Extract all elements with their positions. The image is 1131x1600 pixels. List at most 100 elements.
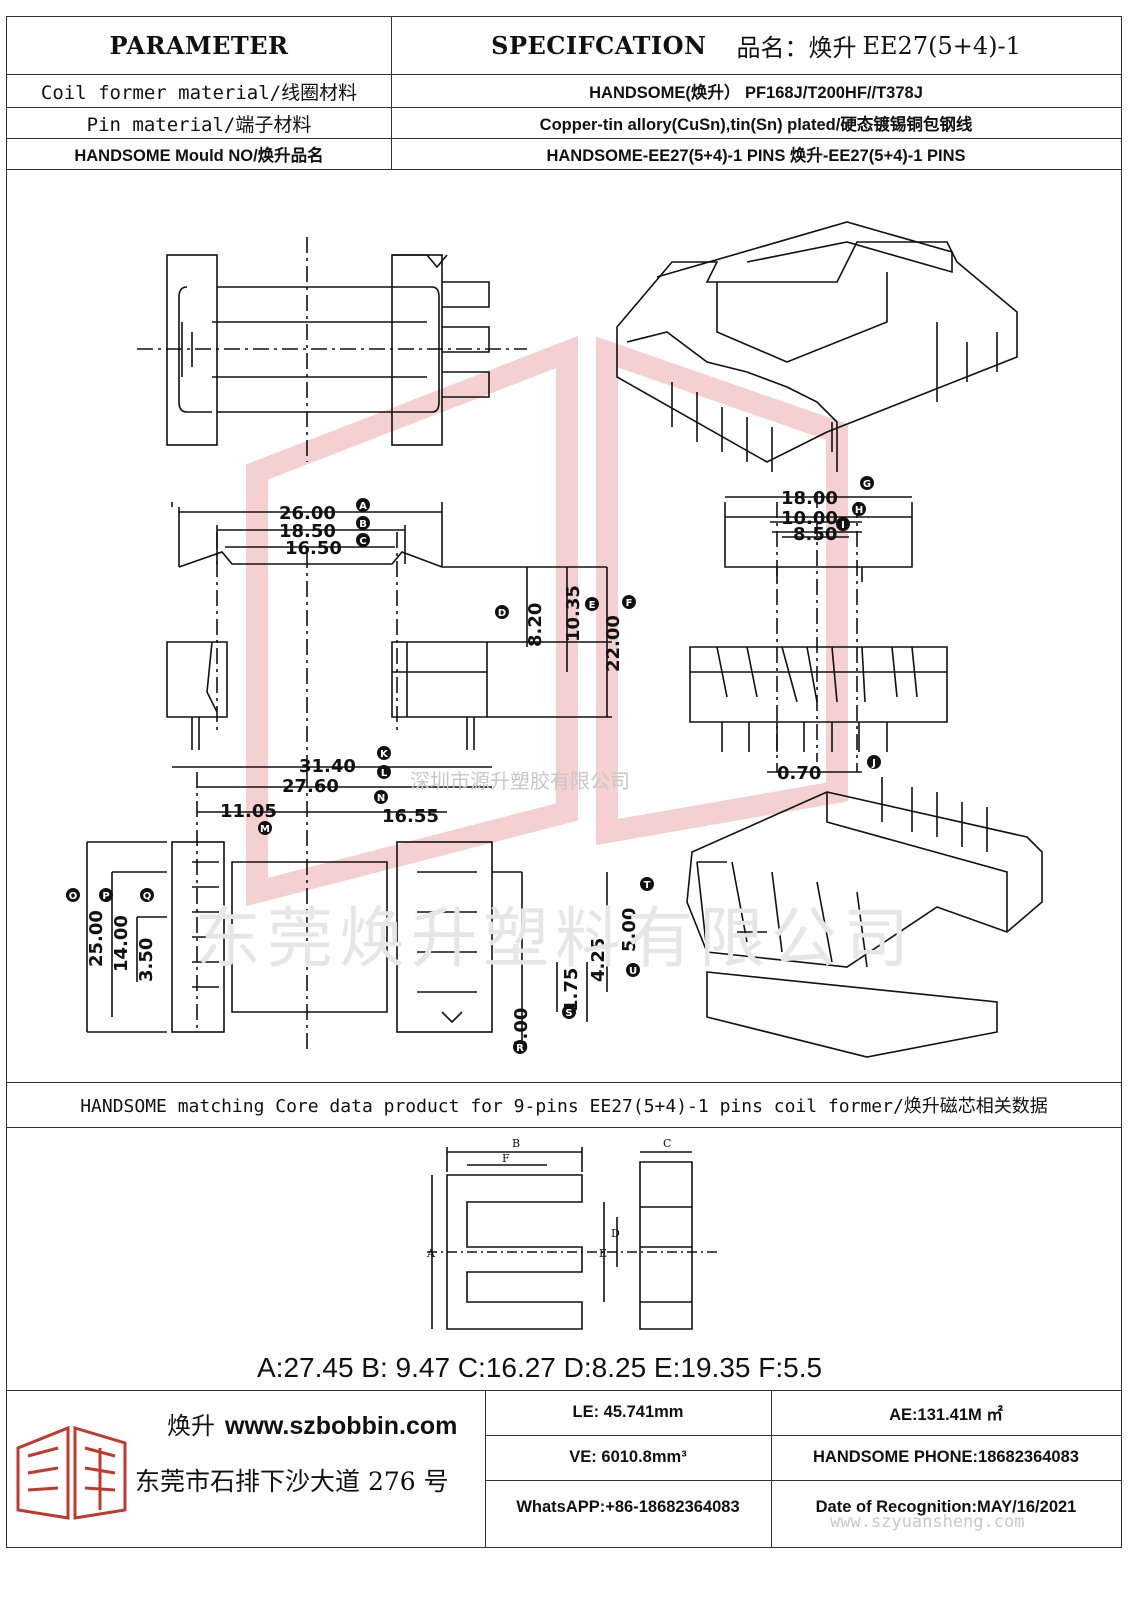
core-values: A:27.45 B: 9.47 C:16.27 D:8.25 E:19.35 F… bbox=[257, 1352, 823, 1383]
letter-f-marker: F bbox=[622, 595, 636, 609]
product-model: EE27(5+4)-1 bbox=[862, 31, 1021, 60]
watermark-url: www.szyuansheng.com bbox=[830, 1512, 1025, 1532]
watermark-text: 东莞焕升塑料有限公司 bbox=[195, 900, 915, 977]
core-label-e: E bbox=[599, 1247, 607, 1260]
core-drawing: B F C A E D bbox=[427, 1137, 717, 1330]
svg-text:I: I bbox=[841, 520, 845, 531]
letter-j-marker: J bbox=[867, 755, 881, 769]
top-view bbox=[137, 237, 527, 462]
divider bbox=[485, 1390, 486, 1548]
core-label-d: D bbox=[611, 1227, 620, 1240]
svg-text:J: J bbox=[871, 758, 876, 769]
letter-t-marker: T bbox=[640, 877, 654, 891]
divider bbox=[391, 75, 392, 107]
watermark-text: 深圳市源升塑胶有限公司 bbox=[410, 769, 630, 793]
dim-s-value: 1.75 bbox=[561, 968, 582, 1012]
divider bbox=[391, 108, 392, 138]
dim-q-value: 3.50 bbox=[136, 938, 157, 982]
svg-text:S: S bbox=[565, 1008, 572, 1019]
svg-text:E: E bbox=[589, 600, 596, 611]
core-label-a: A bbox=[427, 1247, 436, 1260]
phone-value: HANDSOME PHONE:18682364083 bbox=[813, 1448, 1079, 1466]
letter-r-marker: R bbox=[513, 1040, 527, 1054]
param-label: HANDSOME Mould NO/焕升品名 bbox=[74, 147, 324, 165]
param-label: Pin material/端子材料 bbox=[86, 113, 312, 136]
core-label-f: F bbox=[502, 1152, 510, 1165]
svg-text:B: B bbox=[359, 519, 367, 530]
dim-b-value: 18.50 bbox=[279, 521, 336, 542]
param-row: HANDSOME Mould NO/焕升品名 HANDSOME-EE27(5+4… bbox=[7, 139, 1121, 170]
svg-text:Q: Q bbox=[143, 891, 152, 902]
parameter-heading: PARAMETER bbox=[109, 31, 289, 60]
core-label-b: B bbox=[512, 1137, 520, 1150]
dim-i-value: 8.50 bbox=[793, 524, 837, 545]
isometric-view-bottom bbox=[686, 777, 1043, 1058]
core-section-title: HANDSOME matching Core data product for … bbox=[80, 1096, 1048, 1117]
param-row: Coil former material/线圈材料 HANDSOME(焕升） P… bbox=[7, 75, 1121, 108]
specification-label: SPECIFCATION bbox=[491, 31, 707, 60]
footer-divider bbox=[7, 1390, 1121, 1391]
letter-g-marker: G bbox=[860, 476, 874, 490]
svg-text:O: O bbox=[69, 891, 78, 902]
ve-value: VE: 6010.8mm³ bbox=[569, 1448, 687, 1466]
dim-k-value: 31.40 bbox=[299, 756, 356, 777]
dim-u-value: 5.00 bbox=[619, 908, 640, 952]
svg-text:P: P bbox=[102, 891, 109, 902]
dim-l-value: 27.60 bbox=[282, 776, 339, 797]
letter-k-marker: K bbox=[377, 746, 391, 760]
letter-b-marker: B bbox=[356, 516, 370, 530]
letter-h-marker: H bbox=[852, 502, 866, 516]
param-label: Coil former material/线圈材料 bbox=[40, 81, 358, 104]
svg-text:K: K bbox=[380, 749, 389, 760]
letter-p-marker: P bbox=[99, 888, 113, 902]
circled-letters: A B C D E F G H I J K L M N O P Q R S T … bbox=[66, 476, 881, 1054]
le-value: LE: 45.741mm bbox=[572, 1403, 684, 1421]
dim-c-value: 16.50 bbox=[285, 538, 342, 559]
param-value: HANDSOME(焕升） PF168J/T200HF//T378J bbox=[589, 84, 923, 102]
svg-text:R: R bbox=[516, 1043, 524, 1054]
letter-d-marker: D bbox=[495, 605, 509, 619]
front-view bbox=[166, 502, 612, 772]
technical-drawing: 26.00 18.50 16.50 8.20 10.35 22.00 18.00… bbox=[66, 221, 1043, 1058]
svg-text:C: C bbox=[359, 536, 366, 547]
svg-text:T: T bbox=[644, 880, 651, 891]
divider bbox=[485, 1480, 1121, 1481]
letter-q-marker: Q bbox=[140, 888, 154, 902]
dim-h-value: 10.00 bbox=[781, 508, 838, 529]
dim-a-value: 26.00 bbox=[279, 503, 336, 524]
dim-j-value: 0.70 bbox=[777, 763, 821, 784]
website-link[interactable]: www.szbobbin.com bbox=[225, 1412, 458, 1440]
dim-g-value: 18.00 bbox=[781, 488, 838, 509]
dim-m-value: 11.05 bbox=[220, 801, 277, 822]
brand-name: 焕升 bbox=[167, 1412, 215, 1440]
brand-line: 焕升 www.szbobbin.com bbox=[167, 1406, 457, 1441]
svg-text:H: H bbox=[855, 505, 863, 516]
header-row: PARAMETER SPECIFCATION 品名： 焕升 EE27(5+4)-… bbox=[7, 17, 1121, 75]
dim-o-value: 25.00 bbox=[86, 910, 107, 967]
dimension-labels: 26.00 18.50 16.50 8.20 10.35 22.00 18.00… bbox=[86, 488, 838, 1052]
svg-text:D: D bbox=[498, 608, 506, 619]
svg-text:M: M bbox=[260, 824, 270, 835]
param-row: Pin material/端子材料 Copper-tin allory(CuSn… bbox=[7, 108, 1121, 139]
letter-o-marker: O bbox=[66, 888, 80, 902]
dim-d-value: 8.20 bbox=[525, 603, 546, 647]
product-name-label: 品名： bbox=[736, 34, 809, 62]
product-brand: 焕升 bbox=[808, 34, 857, 62]
bottom-view bbox=[86, 766, 608, 1052]
svg-text:A: A bbox=[359, 501, 367, 512]
letter-i-marker: I bbox=[836, 517, 850, 531]
whatsapp-value: WhatsAPP:+86-18682364083 bbox=[516, 1498, 740, 1516]
company-address: 东莞市石排下沙大道 276 号 bbox=[135, 1467, 449, 1496]
letter-u-marker: U bbox=[626, 963, 640, 977]
letter-a-marker: A bbox=[356, 498, 370, 512]
dim-n-value: 16.55 bbox=[382, 806, 439, 827]
divider bbox=[485, 1435, 1121, 1436]
footer-brand-block: 焕升 www.szbobbin.com 东莞市石排下沙大道 276 号 bbox=[7, 1390, 485, 1548]
dim-r-value: 5.00 bbox=[511, 1008, 532, 1052]
dim-e-value: 10.35 bbox=[563, 585, 584, 642]
dim-t-value: 4.25 bbox=[588, 938, 609, 982]
divider bbox=[391, 139, 392, 169]
watermark-logo-icon bbox=[246, 335, 848, 907]
svg-text:F: F bbox=[626, 598, 633, 609]
isometric-view-top bbox=[616, 221, 1018, 472]
